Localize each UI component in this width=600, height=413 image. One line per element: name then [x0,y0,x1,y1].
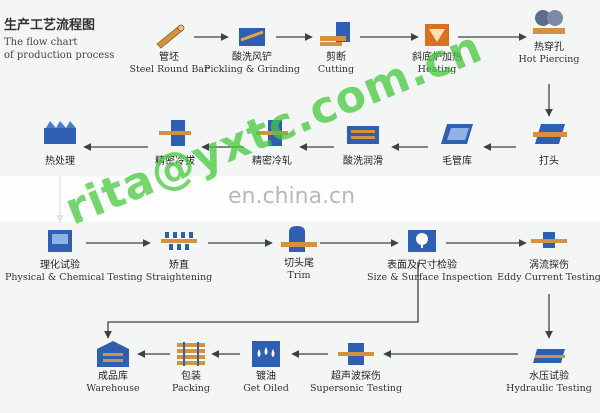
step-label-cn: 斜底炉加热 [412,52,462,63]
step-get-oiled: 镀油 Get Oiled [211,339,321,395]
step-label-cn: 切头尾 [284,258,314,269]
step-size-surface-inspection: 表面及尺寸检验 Size & Surface Inspection [367,226,493,284]
step-heading: 打头 [494,118,600,168]
heading-icon [533,124,567,144]
straightening-icon [161,232,197,250]
step-label-en: Warehouse [86,383,140,394]
ultrasonic-icon [338,343,374,365]
step-label-cn: 酸洗风铲 [232,52,272,63]
step-pickling-grinding: 酸洗风铲 Pickling & Grinding [197,20,307,76]
step-label-cn: 镀油 [256,371,276,382]
step-cold-drawing: 精密冷拔 [120,118,230,168]
oil-drops-icon [252,341,280,367]
step-label-en: Hydraulic Testing [506,383,592,394]
step-label-en: Straightening [145,272,213,283]
step-label-en: Supersonic Testing [309,383,403,394]
lubricating-icon [347,126,379,144]
step-packing: 包装 Packing [136,339,246,395]
round-bar-icon [156,24,185,49]
step-label-cn: 打头 [539,156,559,167]
heat-treatment-icon [44,121,76,144]
chart-title-cn: 生产工艺流程图 [4,18,96,33]
step-label-cn: 水压试验 [529,371,569,382]
step-warehouse: 成品库 Warehouse [58,339,168,395]
hydraulic-icon [533,349,565,363]
step-label-en: Cutting [317,64,355,75]
step-cutting: 剪断 Cutting [281,20,391,76]
step-label-cn: 剪断 [326,52,346,63]
trim-icon [281,226,317,252]
step-label-cn: 精密冷轧 [252,156,292,167]
step-eddy-current-testing: 涡流探伤 Eddy Current Testing [494,226,600,284]
step-pickling-lubricating: 酸洗润滑 [308,118,418,168]
step-label-en: Size & Surface Inspection [367,272,493,283]
step-label-cn: 热处理 [45,156,75,167]
cold-rolling-icon [256,120,288,146]
step-label-en: Pickling & Grinding [204,64,300,75]
step-label-cn: 精密冷拔 [155,156,195,167]
bypass-line [104,262,419,339]
step-cold-rolling: 精密冷轧 [217,118,327,168]
step-trim: 切头尾 Trim [244,222,354,282]
pickling-icon [239,28,265,46]
step-label-cn: 热穿孔 [534,42,564,53]
watermark-band [0,176,600,222]
step-tube-store: 毛管库 [402,118,512,168]
inspection-icon [408,230,436,252]
step-label-en: Steel Round Bar [129,64,209,75]
step-steel-round-bar: 管坯 Steel Round Bar [114,20,224,76]
step-label-en: Hot Piercing [518,54,580,65]
step-label-en: Packing [172,383,210,394]
packing-icon [177,342,205,366]
lab-test-icon [48,230,72,252]
step-label-cn: 涡流探伤 [529,260,569,271]
cold-drawing-icon [159,120,191,146]
step-label-cn: 酸洗润滑 [343,156,383,167]
step-label-cn: 包装 [181,371,201,382]
step-label-cn: 理化试验 [40,260,80,271]
step-supersonic-testing: 超声波探伤 Supersonic Testing [301,339,411,395]
step-label-en: Physical & Chemical Testing [5,272,143,283]
step-label-en: Heating [417,64,457,75]
step-label-en: Trim [287,270,311,281]
warehouse-icon [97,341,129,367]
step-label-cn: 毛管库 [442,156,472,167]
chart-title-en: The flow chart of production process [4,37,115,61]
step-hot-piercing: 热穿孔 Hot Piercing [494,6,600,66]
step-physical-chemical-testing: 理化试验 Physical & Chemical Testing [5,226,143,284]
step-label-cn: 表面及尺寸检验 [387,260,457,271]
step-label-cn: 矫直 [169,260,189,271]
step-label-en: Eddy Current Testing [497,272,600,283]
step-hydraulic-testing: 水压试验 Hydraulic Testing [494,339,600,395]
step-label-cn: 成品库 [98,371,128,382]
step-heating: 斜底炉加热 Heating [382,20,492,76]
furnace-icon [425,24,449,46]
step-label-en: Get Oiled [243,383,289,394]
step-label-cn: 超声波探伤 [331,371,381,382]
step-label-cn: 管坯 [159,52,179,63]
eddy-current-icon [531,232,567,248]
tube-store-icon [441,124,473,144]
piercing-icon [533,10,565,34]
cutting-icon [320,22,350,46]
step-heat-treatment: 热处理 [5,118,115,168]
watermark-site: en.china.cn [228,184,356,209]
step-straightening: 矫直 Straightening [124,226,234,284]
